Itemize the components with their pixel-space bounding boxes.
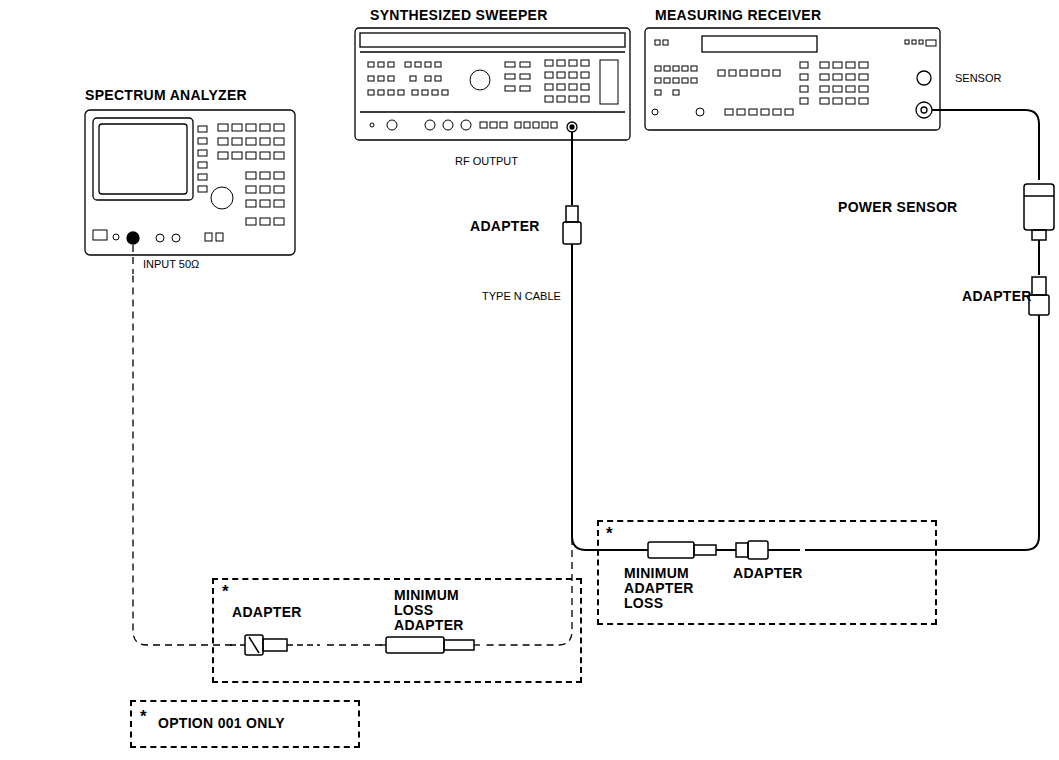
port-label: RF OUTPUT [455,155,518,168]
cable-line [1010,110,1039,180]
cable [1039,240,1040,275]
cable-line [133,274,232,645]
minimum-loss-adapter: MINIMUM LOSS ADAPTER [382,588,482,658]
part-name: MEASURING RECEIVER [655,8,821,23]
option-note-box: * OPTION 001 ONLY [130,700,360,748]
analyzer-drawing [85,110,295,274]
receiver-drawing [645,28,1010,130]
part-name: ADAPTER [470,219,540,234]
optional-cable [133,274,232,645]
sensor-and-adapter-drawings [230,184,1054,655]
sweeper-drawing [355,28,630,173]
part-name: SYNTHESIZED SWEEPER [370,8,548,23]
minimum-loss-adapter: MINIMUM ADAPTER LOSS [619,540,719,618]
receiver-instrument: MEASURING RECEIVER SENSOR [640,8,1010,138]
option-marker: * [222,583,229,600]
part-name: ADAPTER [733,566,803,581]
cable [572,173,573,205]
analyzer-instrument: SPECTRUM ANALYZER INPUT 50Ω [60,88,315,274]
adapter: ADAPTER [232,605,322,660]
part-name: ADAPTER [962,289,1032,304]
cable-label: TYPE N CABLE [482,290,561,302]
optional-cable [482,250,572,645]
part-name: ADAPTER [232,605,302,620]
cable-line [805,320,1039,550]
sweeper-instrument: SYNTHESIZED SWEEPER RF OUTPUT [350,8,635,173]
port-label: INPUT 50Ω [143,258,199,271]
cable [719,550,727,551]
port-label: SENSOR [955,72,1001,85]
cable [805,320,1039,550]
option-marker: * [606,525,613,542]
cable-line [482,250,572,645]
part-name: POWER SENSOR [838,200,958,215]
cable-line [1038,240,1040,275]
cable [1010,110,1039,180]
option-marker: * [140,708,147,725]
cable-line [719,549,727,551]
option-group-box: * MINIMUM ADAPTER LOSS ADAPTER [597,520,937,625]
cable-line [322,644,382,645]
cable-line [571,173,573,205]
option-group-box: *ADAPTER MINIMUM LOSS ADAPTER [212,578,582,683]
power-sensor: POWER SENSOR [838,180,1053,240]
cable-line [572,250,619,550]
cable [572,250,619,550]
part-name: SPECTRUM ANALYZER [85,88,247,103]
part-name: OPTION 001 ONLY [158,716,285,731]
adapter: ADAPTER [470,205,585,250]
part-name: MINIMUM ADAPTER LOSS [624,566,714,611]
adapter: ADAPTER [727,540,805,585]
adapter: ADAPTER [962,275,1053,320]
part-name: MINIMUM LOSS ADAPTER [394,588,474,633]
optional-cable [322,645,382,646]
